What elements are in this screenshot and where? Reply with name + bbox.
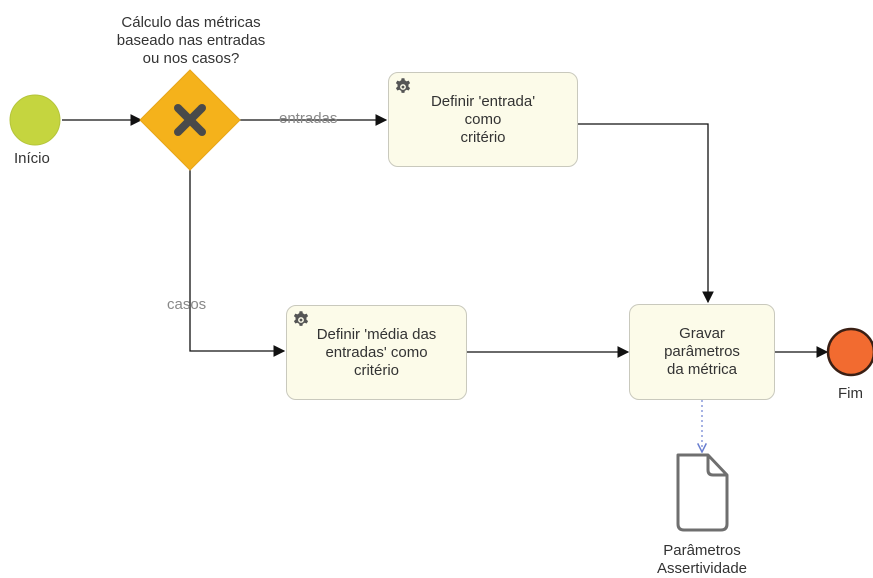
- data-object-label-line-2: Assertividade: [656, 560, 748, 577]
- start-event-label: Início: [14, 150, 50, 167]
- task-line: critério: [353, 361, 399, 379]
- flow-label-entradas: entradas: [279, 110, 338, 127]
- start-event[interactable]: [9, 94, 61, 146]
- data-object-label: Parâmetros Assertividade: [640, 542, 764, 578]
- task-definir-media[interactable]: Definir 'média das entradas' como critér…: [286, 305, 467, 400]
- task-definir-entrada-text: Definir 'entrada' como critério: [423, 93, 543, 147]
- gear-icon: [293, 311, 309, 326]
- gateway-question-line-1: Cálculo das métricas: [121, 14, 261, 31]
- task-line: da métrica: [666, 361, 738, 378]
- flow-entrada-to-gravar[interactable]: [578, 123, 714, 304]
- task-line: como: [464, 110, 502, 128]
- flow-gateway-to-media[interactable]: [189, 170, 286, 357]
- gateway-x-icon: [174, 104, 206, 136]
- task-definir-media-text: Definir 'média das entradas' como critér…: [309, 326, 445, 380]
- gear-icon: [395, 78, 411, 93]
- task-definir-entrada[interactable]: Definir 'entrada' como critério: [388, 72, 578, 167]
- gateway-question-line-2: baseado nas entradas: [116, 32, 266, 49]
- gateway-question: Cálculo das métricas baseado nas entrada…: [92, 14, 290, 68]
- task-line: critério: [460, 128, 506, 146]
- data-object-label-line-1: Parâmetros: [663, 542, 741, 559]
- task-line: entradas' como: [325, 343, 428, 361]
- gateway-question-line-3: ou nos casos?: [142, 50, 240, 67]
- task-line: parâmetros: [664, 343, 740, 360]
- document-icon[interactable]: [676, 453, 729, 532]
- end-event[interactable]: [826, 327, 873, 377]
- flow-label-casos: casos: [167, 296, 207, 313]
- exclusive-gateway[interactable]: [139, 69, 241, 171]
- task-gravar-parametros[interactable]: Gravar parâmetros da métrica: [629, 304, 775, 400]
- task-line: Definir 'entrada': [430, 92, 536, 110]
- end-event-label: Fim: [838, 385, 863, 402]
- task-line: Definir 'média das: [316, 325, 437, 343]
- task-line: Gravar: [679, 325, 725, 342]
- task-gravar-text: Gravar parâmetros da métrica: [656, 325, 748, 379]
